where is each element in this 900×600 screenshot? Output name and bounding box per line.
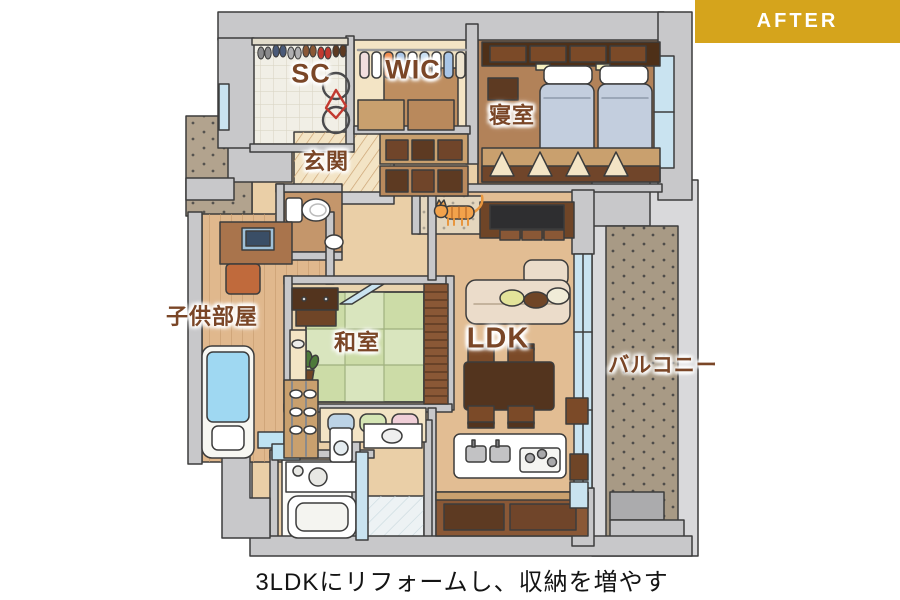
- room-label-kids-room: 子供部屋: [165, 304, 259, 329]
- room-label-bedroom: 寝室: [488, 103, 536, 128]
- sink: [489, 445, 511, 463]
- dining-table: [463, 361, 555, 411]
- bath-counter: [285, 461, 357, 493]
- shoe-shelf: [251, 37, 349, 60]
- bathtub: [287, 495, 357, 539]
- windows: [218, 55, 675, 489]
- slipper-rack: [283, 379, 319, 459]
- hall-cabinets: [379, 133, 469, 197]
- sink: [465, 445, 487, 463]
- tv: [479, 201, 575, 241]
- washroom-floor: [361, 495, 425, 539]
- hanging-clothes: [356, 48, 468, 131]
- desk-chair: [225, 263, 261, 295]
- dining-set: [463, 343, 555, 429]
- caption-text: 3LDKにリフォームし、収納を増やす: [255, 569, 669, 596]
- kitchen-back-cabinets: [435, 491, 589, 537]
- washing-machine: [329, 427, 353, 463]
- room-label-balcony: バルコニー: [608, 354, 718, 377]
- room-label-japanese-room: 和室: [333, 330, 381, 355]
- storage-box: [357, 99, 405, 131]
- room-label-sc: SC: [291, 58, 331, 89]
- sofa-cushion: [546, 287, 570, 305]
- side-storage: [565, 397, 589, 509]
- bicycle: [321, 71, 351, 135]
- cat-illustration: [433, 194, 484, 226]
- balcony-structure: [591, 179, 699, 557]
- walls: [187, 11, 693, 557]
- twin-beds: [539, 65, 653, 165]
- sofa-cushion: [523, 291, 549, 309]
- room-label-entrance: 玄関: [302, 149, 350, 174]
- room-label-wic: WIC: [385, 54, 441, 85]
- tansu-chest: [291, 287, 339, 327]
- bath-door: [355, 451, 369, 541]
- after-badge: AFTER: [695, 0, 900, 43]
- sc-window: [218, 83, 230, 131]
- kids-bed: [201, 345, 255, 459]
- sofa: [465, 259, 571, 325]
- slatted-storage: [423, 283, 449, 405]
- futon-closet: [481, 147, 661, 183]
- washroom-basin: [363, 423, 423, 449]
- balcony-step: [609, 491, 665, 521]
- bedside-table: [487, 77, 519, 101]
- wash-basin: [324, 234, 344, 250]
- study-desk: [219, 221, 293, 295]
- bowl: [291, 339, 305, 349]
- toilet: [285, 197, 331, 223]
- room-label-ldk: LDK: [466, 322, 530, 355]
- storage-box: [407, 99, 455, 131]
- kitchen-counter: [453, 433, 567, 479]
- sofa-cushion: [499, 289, 525, 307]
